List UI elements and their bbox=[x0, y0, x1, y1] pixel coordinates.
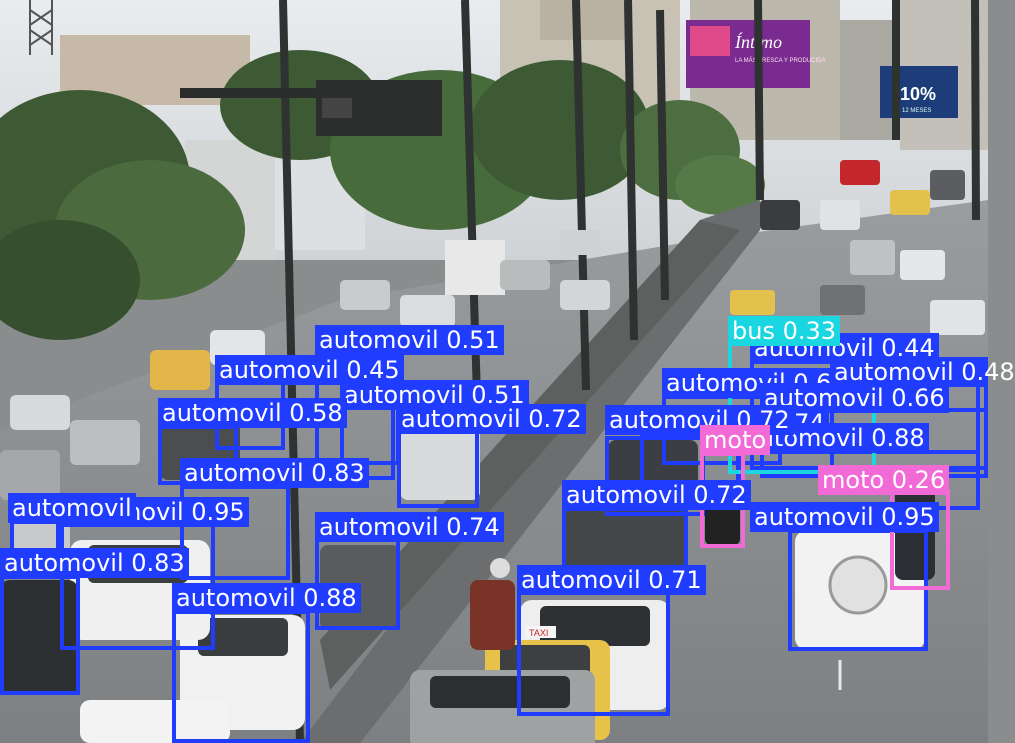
automovil-detection-label: automovil 0.74 bbox=[315, 512, 504, 542]
automovil-detection-label: automovil 0.51 bbox=[315, 325, 504, 355]
automovil-detection-box bbox=[517, 591, 670, 716]
automovil-detection-label: automovil 0.88 bbox=[740, 423, 929, 453]
automovil-detection-label: automovil 0.66 bbox=[760, 383, 949, 413]
billboard-intimo: Íntimo LA MÁS FRESCA Y PRODUCIDA bbox=[686, 20, 825, 88]
svg-text:TAXI: TAXI bbox=[529, 628, 548, 638]
automovil-detection-box bbox=[172, 610, 310, 743]
automovil-detection-label: automovil 0.83 bbox=[0, 548, 189, 578]
moto-detection-label: moto bbox=[700, 425, 771, 455]
automovil-detection-label: automovil 0.95 bbox=[750, 502, 939, 532]
trees bbox=[0, 50, 765, 340]
automovil-detection-label: automovil 0.72 bbox=[562, 480, 751, 510]
svg-text:10%: 10% bbox=[900, 84, 936, 104]
svg-text:LA MÁS FRESCA Y PRODUCIDA: LA MÁS FRESCA Y PRODUCIDA bbox=[735, 57, 825, 64]
svg-text:12 MESES: 12 MESES bbox=[902, 108, 931, 114]
automovil-detection-label: automovil 0.48 bbox=[830, 357, 1015, 387]
antenna-tower bbox=[29, 0, 53, 55]
moto-detection-label: moto 0.26 bbox=[818, 465, 950, 495]
automovil-detection-box bbox=[0, 575, 80, 695]
automovil-detection-box bbox=[397, 430, 479, 508]
automovil-detection-label: automovil 0.45 bbox=[215, 355, 404, 385]
bus-detection-label: bus 0.33 bbox=[728, 316, 841, 346]
automovil-detection-box bbox=[340, 405, 400, 465]
automovil-detection-label: automovil 0.72 bbox=[397, 404, 586, 434]
automovil-detection-label: automovil 0.72 bbox=[605, 405, 794, 435]
automovil-detection-label: automovil 0.88 bbox=[172, 583, 361, 613]
overhead-sign bbox=[180, 80, 442, 136]
automovil-detection-label: automovil 0.58 bbox=[158, 398, 347, 428]
traffic-cars bbox=[0, 160, 985, 500]
automovil-detection-label: automovil 0.83 bbox=[180, 458, 369, 488]
automovil-detection-label: automovil 0.71 bbox=[517, 565, 706, 595]
taxi-sign: TAXI bbox=[526, 626, 556, 638]
automovil-detection-label: automovil bbox=[8, 493, 136, 523]
